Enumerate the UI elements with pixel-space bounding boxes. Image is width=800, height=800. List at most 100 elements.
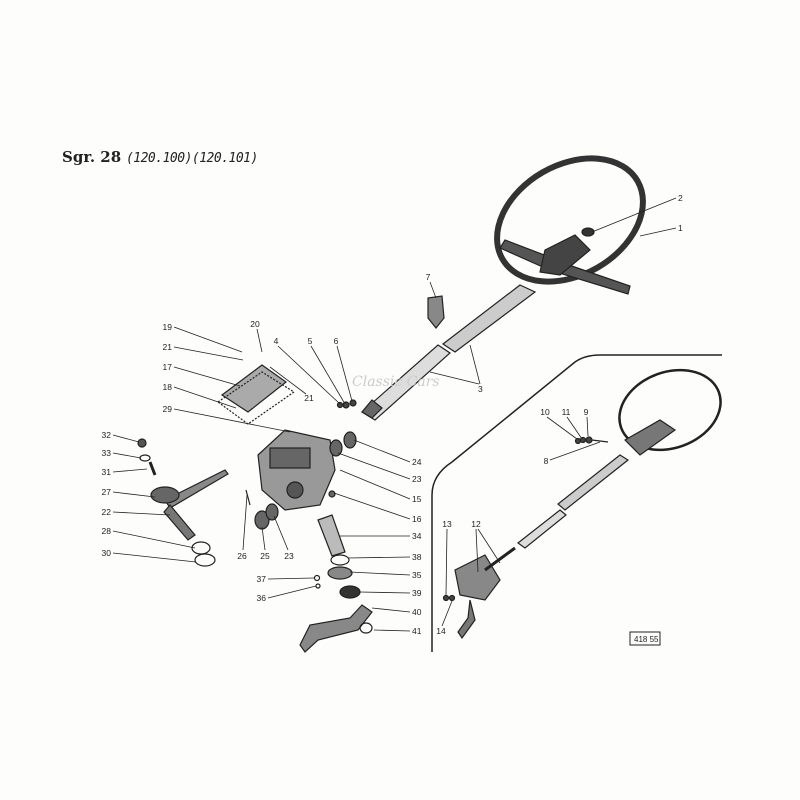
callout-16: 16: [333, 492, 422, 524]
reference-number: 418 55: [634, 635, 659, 644]
leader-line: [591, 197, 677, 233]
callout-number: 32: [102, 430, 112, 440]
inset-border: [431, 354, 722, 652]
callout-8: 8: [544, 441, 601, 466]
leader-line: [173, 408, 291, 433]
callout-number: 16: [412, 514, 422, 524]
leader-line: [586, 416, 589, 437]
leader-line: [566, 416, 583, 440]
callout-23: 23: [273, 515, 294, 561]
callout-number: 25: [260, 551, 270, 561]
callout-14: 14: [436, 600, 453, 636]
callout-number: 21: [304, 393, 314, 403]
callout-number: 12: [471, 519, 481, 529]
leader-line: [639, 227, 677, 237]
callout-35: 35: [349, 570, 422, 580]
leader-line: [173, 366, 241, 387]
leader-line: [441, 600, 453, 627]
callout-33: 33: [102, 448, 142, 459]
model-numbers: (120.100)(120.101): [125, 151, 258, 166]
callout-number: 22: [102, 507, 112, 517]
leader-line: [353, 439, 411, 463]
leader-line: [336, 345, 353, 402]
callout-34: 34: [340, 531, 422, 541]
leader-line: [349, 571, 411, 576]
leader-line: [267, 585, 317, 599]
callout-7: 7: [426, 272, 437, 299]
callout-number: 29: [163, 404, 173, 414]
leader-line: [112, 511, 171, 516]
callout-number: 26: [237, 551, 247, 561]
callout-number: 19: [163, 322, 173, 332]
callout-number: 24: [412, 457, 422, 467]
leader-line: [261, 526, 266, 551]
callout-9: 9: [584, 407, 589, 437]
callout-number: 27: [102, 487, 112, 497]
callout-23: 23: [337, 452, 422, 484]
callout-number: 21: [163, 342, 173, 352]
callout-number: 23: [284, 551, 294, 561]
callout-number: 3: [478, 384, 483, 394]
callout-11: 11: [562, 407, 583, 440]
leader-line: [277, 345, 341, 405]
callout-21: 21: [163, 342, 244, 361]
leader-line: [445, 528, 448, 596]
callout-5: 5: [308, 336, 346, 405]
leader-line: [267, 577, 315, 580]
callout-41: 41: [373, 626, 422, 636]
leader-line: [112, 434, 140, 443]
callout-40: 40: [371, 607, 422, 617]
callout-number: 37: [257, 574, 267, 584]
callout-number: 5: [308, 336, 313, 346]
leader-line: [333, 492, 411, 520]
leader-line: [546, 416, 578, 440]
leader-line: [339, 469, 411, 500]
leader-line: [371, 607, 411, 613]
callout-29: 29: [163, 404, 291, 433]
callout-4: 4: [274, 336, 341, 405]
callout-25: 25: [260, 526, 270, 561]
leader-line: [429, 281, 437, 299]
callout-number: 17: [163, 362, 173, 372]
leader-line: [112, 491, 156, 498]
leader-line: [310, 345, 346, 405]
callout-number: 34: [412, 531, 422, 541]
leader-line: [112, 468, 148, 473]
callout-19: 19: [163, 322, 243, 353]
callout-number: 6: [334, 336, 339, 346]
callout-22: 22: [102, 507, 171, 517]
callout-27: 27: [102, 487, 156, 498]
callout-31: 31: [102, 467, 148, 477]
callout-6: 6: [334, 336, 353, 402]
callout-number: 36: [257, 593, 267, 603]
gearbox-housing: [257, 429, 336, 511]
callout-13: 13: [442, 519, 452, 596]
callout-18: 18: [163, 382, 237, 409]
sector-shaft: [137, 438, 229, 567]
callout-21: 21: [269, 366, 314, 403]
callout-10: 10: [540, 407, 578, 440]
leader-line: [173, 346, 244, 361]
callout-37: 37: [257, 574, 315, 584]
callout-26: 26: [237, 494, 248, 561]
watermark: Classic Cars: [352, 374, 440, 390]
callout-number: 7: [426, 272, 431, 282]
bolts: [336, 399, 357, 409]
reference-box: [629, 631, 661, 646]
group-label: Sgr. 28: [62, 148, 122, 166]
leader-line: [359, 591, 411, 594]
callout-32: 32: [102, 430, 140, 443]
callout-2: 2: [591, 193, 683, 233]
callout-number: 41: [412, 626, 422, 636]
bearings: [254, 431, 357, 530]
callout-number: 23: [412, 474, 422, 484]
cover-plate: [220, 364, 288, 413]
callout-15: 15: [339, 469, 422, 504]
steering-wheel: [494, 155, 646, 295]
leader-line: [549, 441, 601, 461]
callout-1: 1: [639, 223, 683, 237]
callout-number: 31: [102, 467, 112, 477]
leader-line: [112, 452, 142, 459]
